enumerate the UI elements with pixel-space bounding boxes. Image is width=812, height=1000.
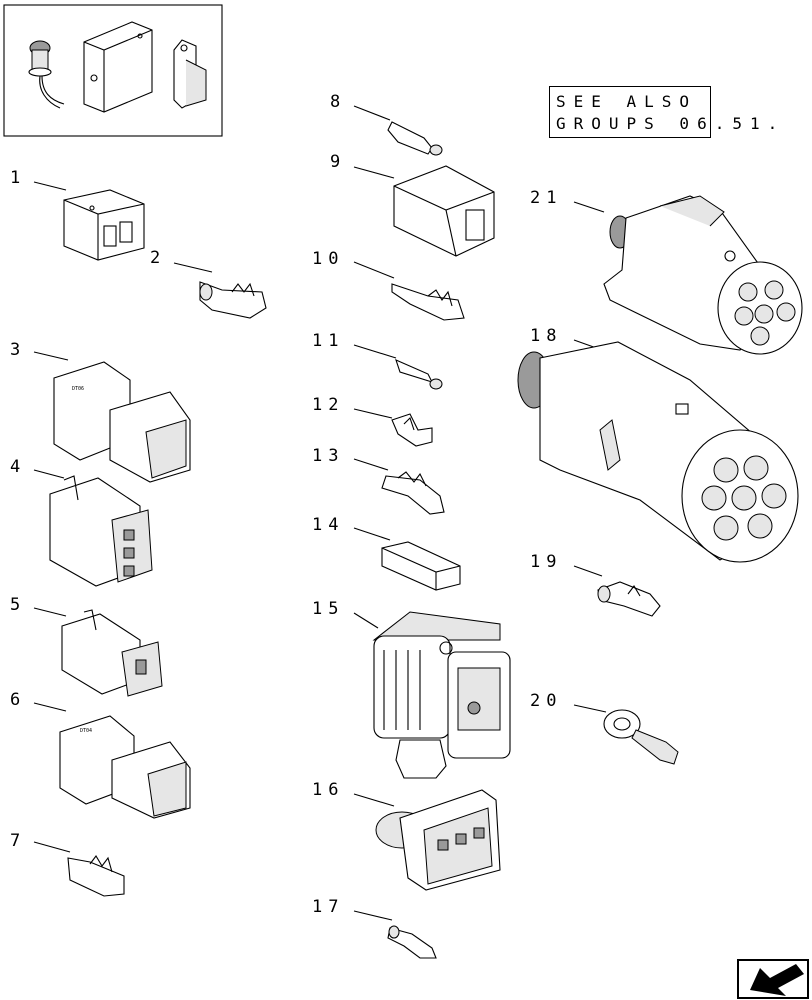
part-19-terminal xyxy=(597,581,661,617)
part-13-terminal xyxy=(381,471,445,515)
callout-19: 19 xyxy=(530,552,562,572)
part-6-deutsch-receptacle: DT04 xyxy=(59,715,191,819)
part-4-six-way-plug xyxy=(49,475,153,587)
callout-3: 3 xyxy=(10,340,26,360)
callout-13: 13 xyxy=(312,446,344,466)
part-20-ring-terminal xyxy=(603,709,679,765)
part-3-deutsch-housing: DT06 xyxy=(53,361,191,483)
part-10-terminal xyxy=(391,283,465,321)
part-9-single-housing xyxy=(393,165,495,257)
callout-9: 9 xyxy=(330,152,346,172)
part-17-terminal xyxy=(387,925,437,959)
part-2-terminal xyxy=(199,281,267,319)
callout-18: 18 xyxy=(530,326,562,346)
callout-12: 12 xyxy=(312,395,344,415)
part-11-pin xyxy=(395,359,443,390)
next-page-arrow-icon[interactable] xyxy=(737,959,809,999)
callout-1: 1 xyxy=(10,168,26,188)
part-12-clip-terminal xyxy=(391,413,433,447)
part-18-trailer-plug xyxy=(517,341,799,563)
part-15-valve-connector xyxy=(372,611,511,779)
callout-8: 8 xyxy=(330,92,346,112)
callout-17: 17 xyxy=(312,897,344,917)
callout-5: 5 xyxy=(10,595,26,615)
callout-6: 6 xyxy=(10,690,26,710)
callout-7: 7 xyxy=(10,831,26,851)
part-1-connector-housing xyxy=(63,189,145,261)
callout-14: 14 xyxy=(312,515,344,535)
inset-sensor-icon xyxy=(28,40,65,109)
callout-21: 21 xyxy=(530,188,562,208)
part-8-pin xyxy=(387,121,443,156)
leader-lines xyxy=(33,105,607,921)
callout-15: 15 xyxy=(312,599,344,619)
part-14-small-housing xyxy=(381,541,461,591)
inset-frame xyxy=(3,4,223,137)
callout-2: 2 xyxy=(150,248,166,268)
part-5-two-way-plug xyxy=(61,609,163,697)
callout-20: 20 xyxy=(530,691,562,711)
callout-11: 11 xyxy=(312,331,344,351)
see-also-line-1: SEE ALSO xyxy=(556,92,698,111)
callout-16: 16 xyxy=(312,780,344,800)
inset-module-icon xyxy=(83,21,153,113)
part-7-terminal xyxy=(67,855,125,897)
part-16-ecu-connector xyxy=(375,789,501,891)
callout-10: 10 xyxy=(312,249,344,269)
callout-4: 4 xyxy=(10,457,26,477)
svg-text:DT04: DT04 xyxy=(80,728,92,734)
svg-text:DT06: DT06 xyxy=(72,386,84,392)
part-21-trailer-socket-plug xyxy=(603,195,803,355)
inset-connector-icon xyxy=(173,39,207,109)
